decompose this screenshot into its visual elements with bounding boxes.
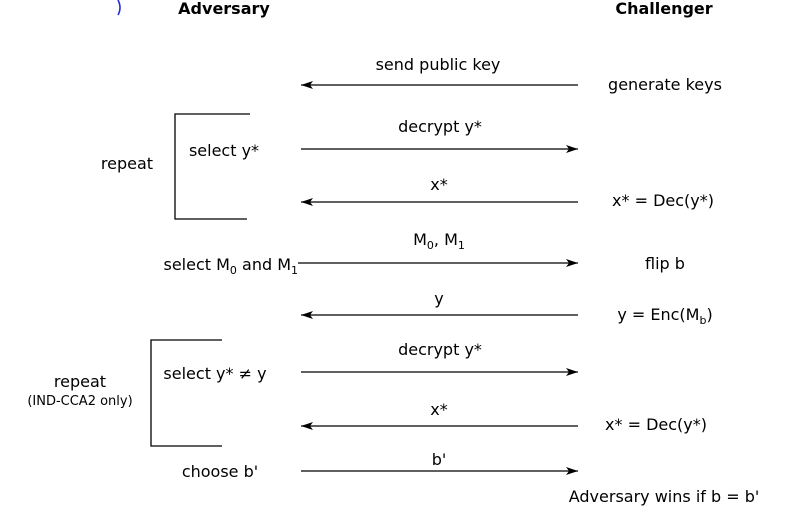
messages-m1-prefix: , M <box>434 230 458 249</box>
ciphertext-label: y <box>434 289 443 308</box>
phase2-decrypt-query-label: decrypt y* <box>398 340 482 359</box>
phase2-repeat-label: repeat <box>54 372 106 391</box>
phase1-reply-label: x* <box>430 175 447 194</box>
phase1-repeat-label: repeat <box>101 154 153 173</box>
select-messages-prefix: select M <box>163 255 229 274</box>
phase2-decryption-label: x* = Dec(y*) <box>605 415 707 434</box>
adversary-header: Adversary <box>178 0 270 18</box>
messages-m0-prefix: M <box>413 230 427 249</box>
messages-label: M0, M1 <box>413 230 465 252</box>
messages-m1-sub: 1 <box>458 239 465 252</box>
phase1-decrypt-query-label: decrypt y* <box>398 117 482 136</box>
phase1-repeat-bracket <box>174 113 250 220</box>
phase2-cca2-note: (IND-CCA2 only) <box>27 394 132 409</box>
messages-m0-sub: 0 <box>427 239 434 252</box>
phase2-repeat-bracket <box>150 339 222 447</box>
encryption-suffix: ) <box>706 305 712 324</box>
select-messages-sub1: 1 <box>291 264 298 277</box>
select-messages-sub0: 0 <box>230 264 237 277</box>
guess-label: b' <box>432 450 447 469</box>
phase2-select-query-label: select y* ≠ y <box>163 364 266 383</box>
phase2-reply-label: x* <box>430 400 447 419</box>
select-messages-middle: and M <box>237 255 291 274</box>
challenger-header: Challenger <box>615 0 712 18</box>
phase1-select-query-label: select y* <box>189 141 259 160</box>
encryption-sub: b <box>699 314 706 327</box>
choose-guess-label: choose b' <box>182 462 258 481</box>
send-public-key-label: send public key <box>376 55 501 74</box>
generate-keys-label: generate keys <box>608 75 722 94</box>
encryption-label: y = Enc(Mb) <box>617 305 712 327</box>
encryption-prefix: y = Enc(M <box>617 305 699 324</box>
win-condition-label: Adversary wins if b = b' <box>569 487 760 506</box>
cropped-blue-stroke <box>117 0 121 16</box>
phase1-decryption-label: x* = Dec(y*) <box>612 191 714 210</box>
flip-b-label: flip b <box>645 254 685 273</box>
select-messages-label: select M0 and M1 <box>163 255 298 277</box>
